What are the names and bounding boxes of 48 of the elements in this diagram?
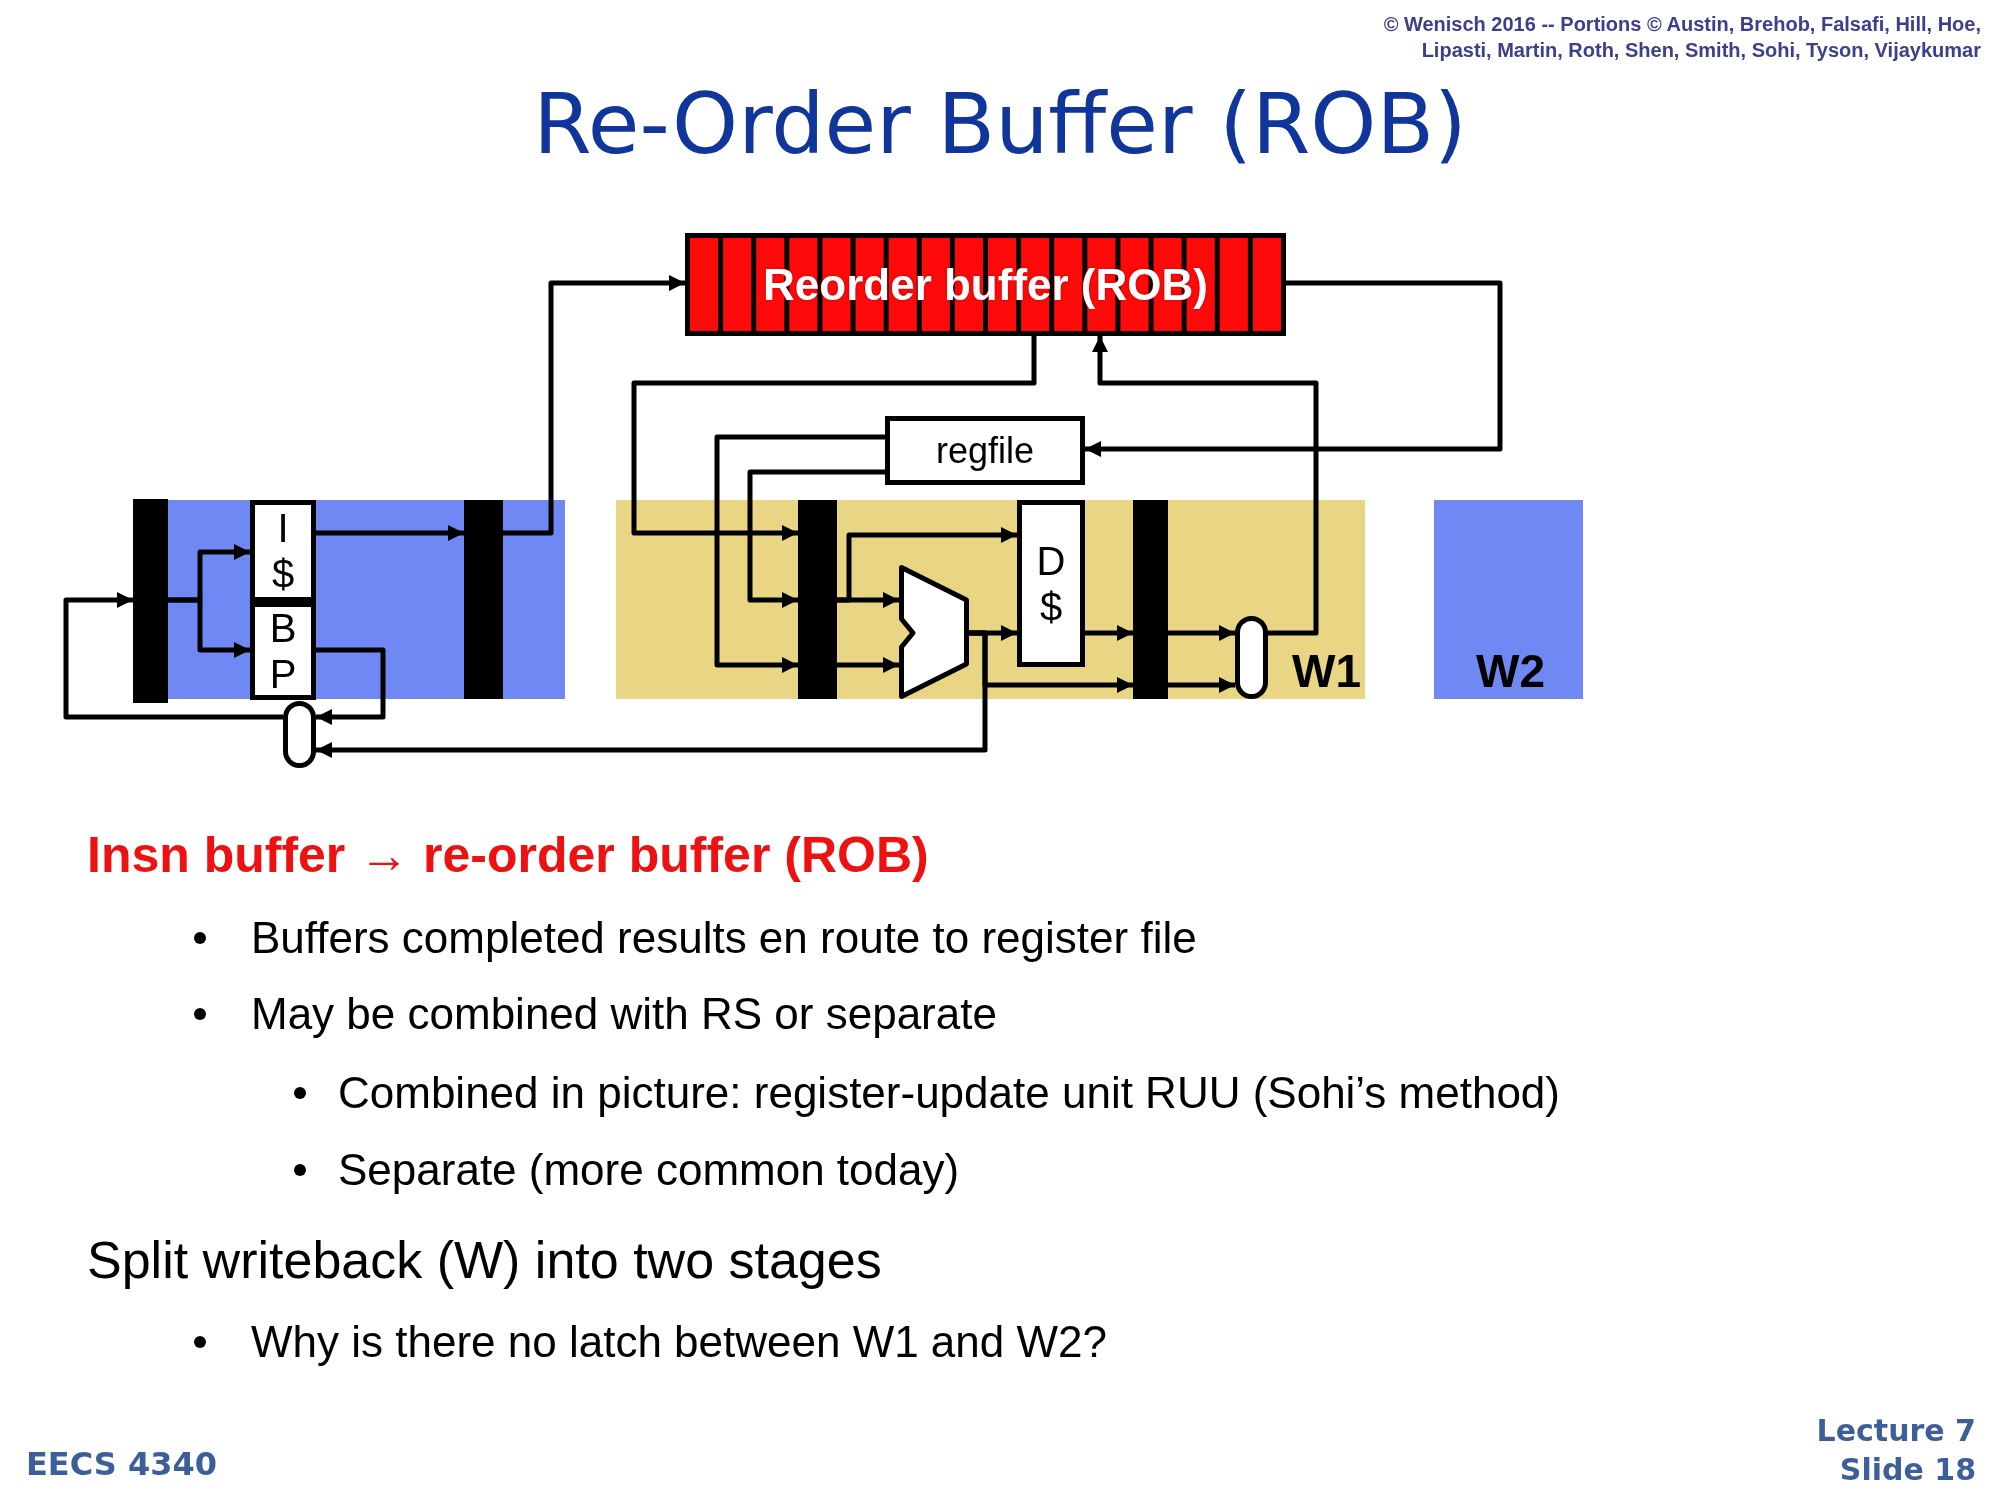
stage-label: W1 (1292, 646, 1361, 697)
bullet-text: Separate (more common today) (338, 1143, 960, 1196)
cache-box (250, 500, 316, 602)
stage-band (168, 500, 565, 699)
register-file-box (885, 416, 1085, 485)
arrow (63, 592, 283, 720)
bullet-text: Combined in picture: register-update unit RUU (Sohi’s method) (338, 1066, 1560, 1119)
arrow (747, 469, 885, 608)
mux-symbol (1235, 616, 1268, 699)
arrow (316, 647, 386, 725)
arrow (1085, 280, 1503, 457)
copyright-note: Lipasti, Martin, Roth, Shen, Smith, Sohi, Tyson, Vijaykumar (1421, 38, 1981, 62)
arrow (631, 336, 1037, 541)
bullet-text: May be combined with RS or separate (251, 987, 997, 1040)
arrow (714, 434, 885, 673)
arrow (1168, 625, 1235, 641)
pipeline-latch (464, 500, 503, 699)
stage-label: W2 (1476, 646, 1545, 697)
slide-title: Re-Order Buffer (ROB) (532, 82, 1468, 166)
bullet-text: Why is there no latch between W1 and W2? (251, 1315, 1107, 1368)
box-label: I $ (270, 505, 296, 597)
arrow (1168, 677, 1235, 693)
mux-symbol (283, 701, 316, 768)
box-label: D $ (1036, 537, 1066, 630)
bullet-text: Buffers completed results en route to register file (251, 911, 1197, 964)
arrow (503, 275, 685, 536)
pipeline-latch (798, 500, 837, 699)
section-heading: Insn buffer → re-order buffer (ROB) (87, 826, 929, 885)
pipeline-latch (133, 499, 168, 703)
slide-number: Slide 18 (1839, 1452, 1976, 1488)
box-label: B P (268, 605, 298, 697)
arrow (1085, 625, 1133, 641)
stage-band (1434, 500, 1583, 699)
copyright-note: © Wenisch 2016 -- Portions © Austin, Brehob, Falsafi, Hill, Hoe, (1383, 12, 1981, 36)
arrow (837, 527, 1017, 603)
cache-box (1017, 500, 1085, 667)
arrow (1092, 336, 1319, 636)
body-text: Split writeback (W) into two stages (87, 1229, 882, 1291)
arrow (969, 630, 1133, 693)
slide-number: Lecture 7 (1816, 1413, 1976, 1449)
box-label: regfile (935, 429, 1035, 472)
stage-band (616, 500, 1365, 699)
pipeline-latch (1133, 500, 1168, 699)
arrow (316, 525, 464, 541)
arrow (837, 657, 899, 673)
course-code: EECS 4340 (26, 1444, 218, 1484)
predictor-box (250, 602, 316, 700)
arrow (168, 597, 250, 658)
